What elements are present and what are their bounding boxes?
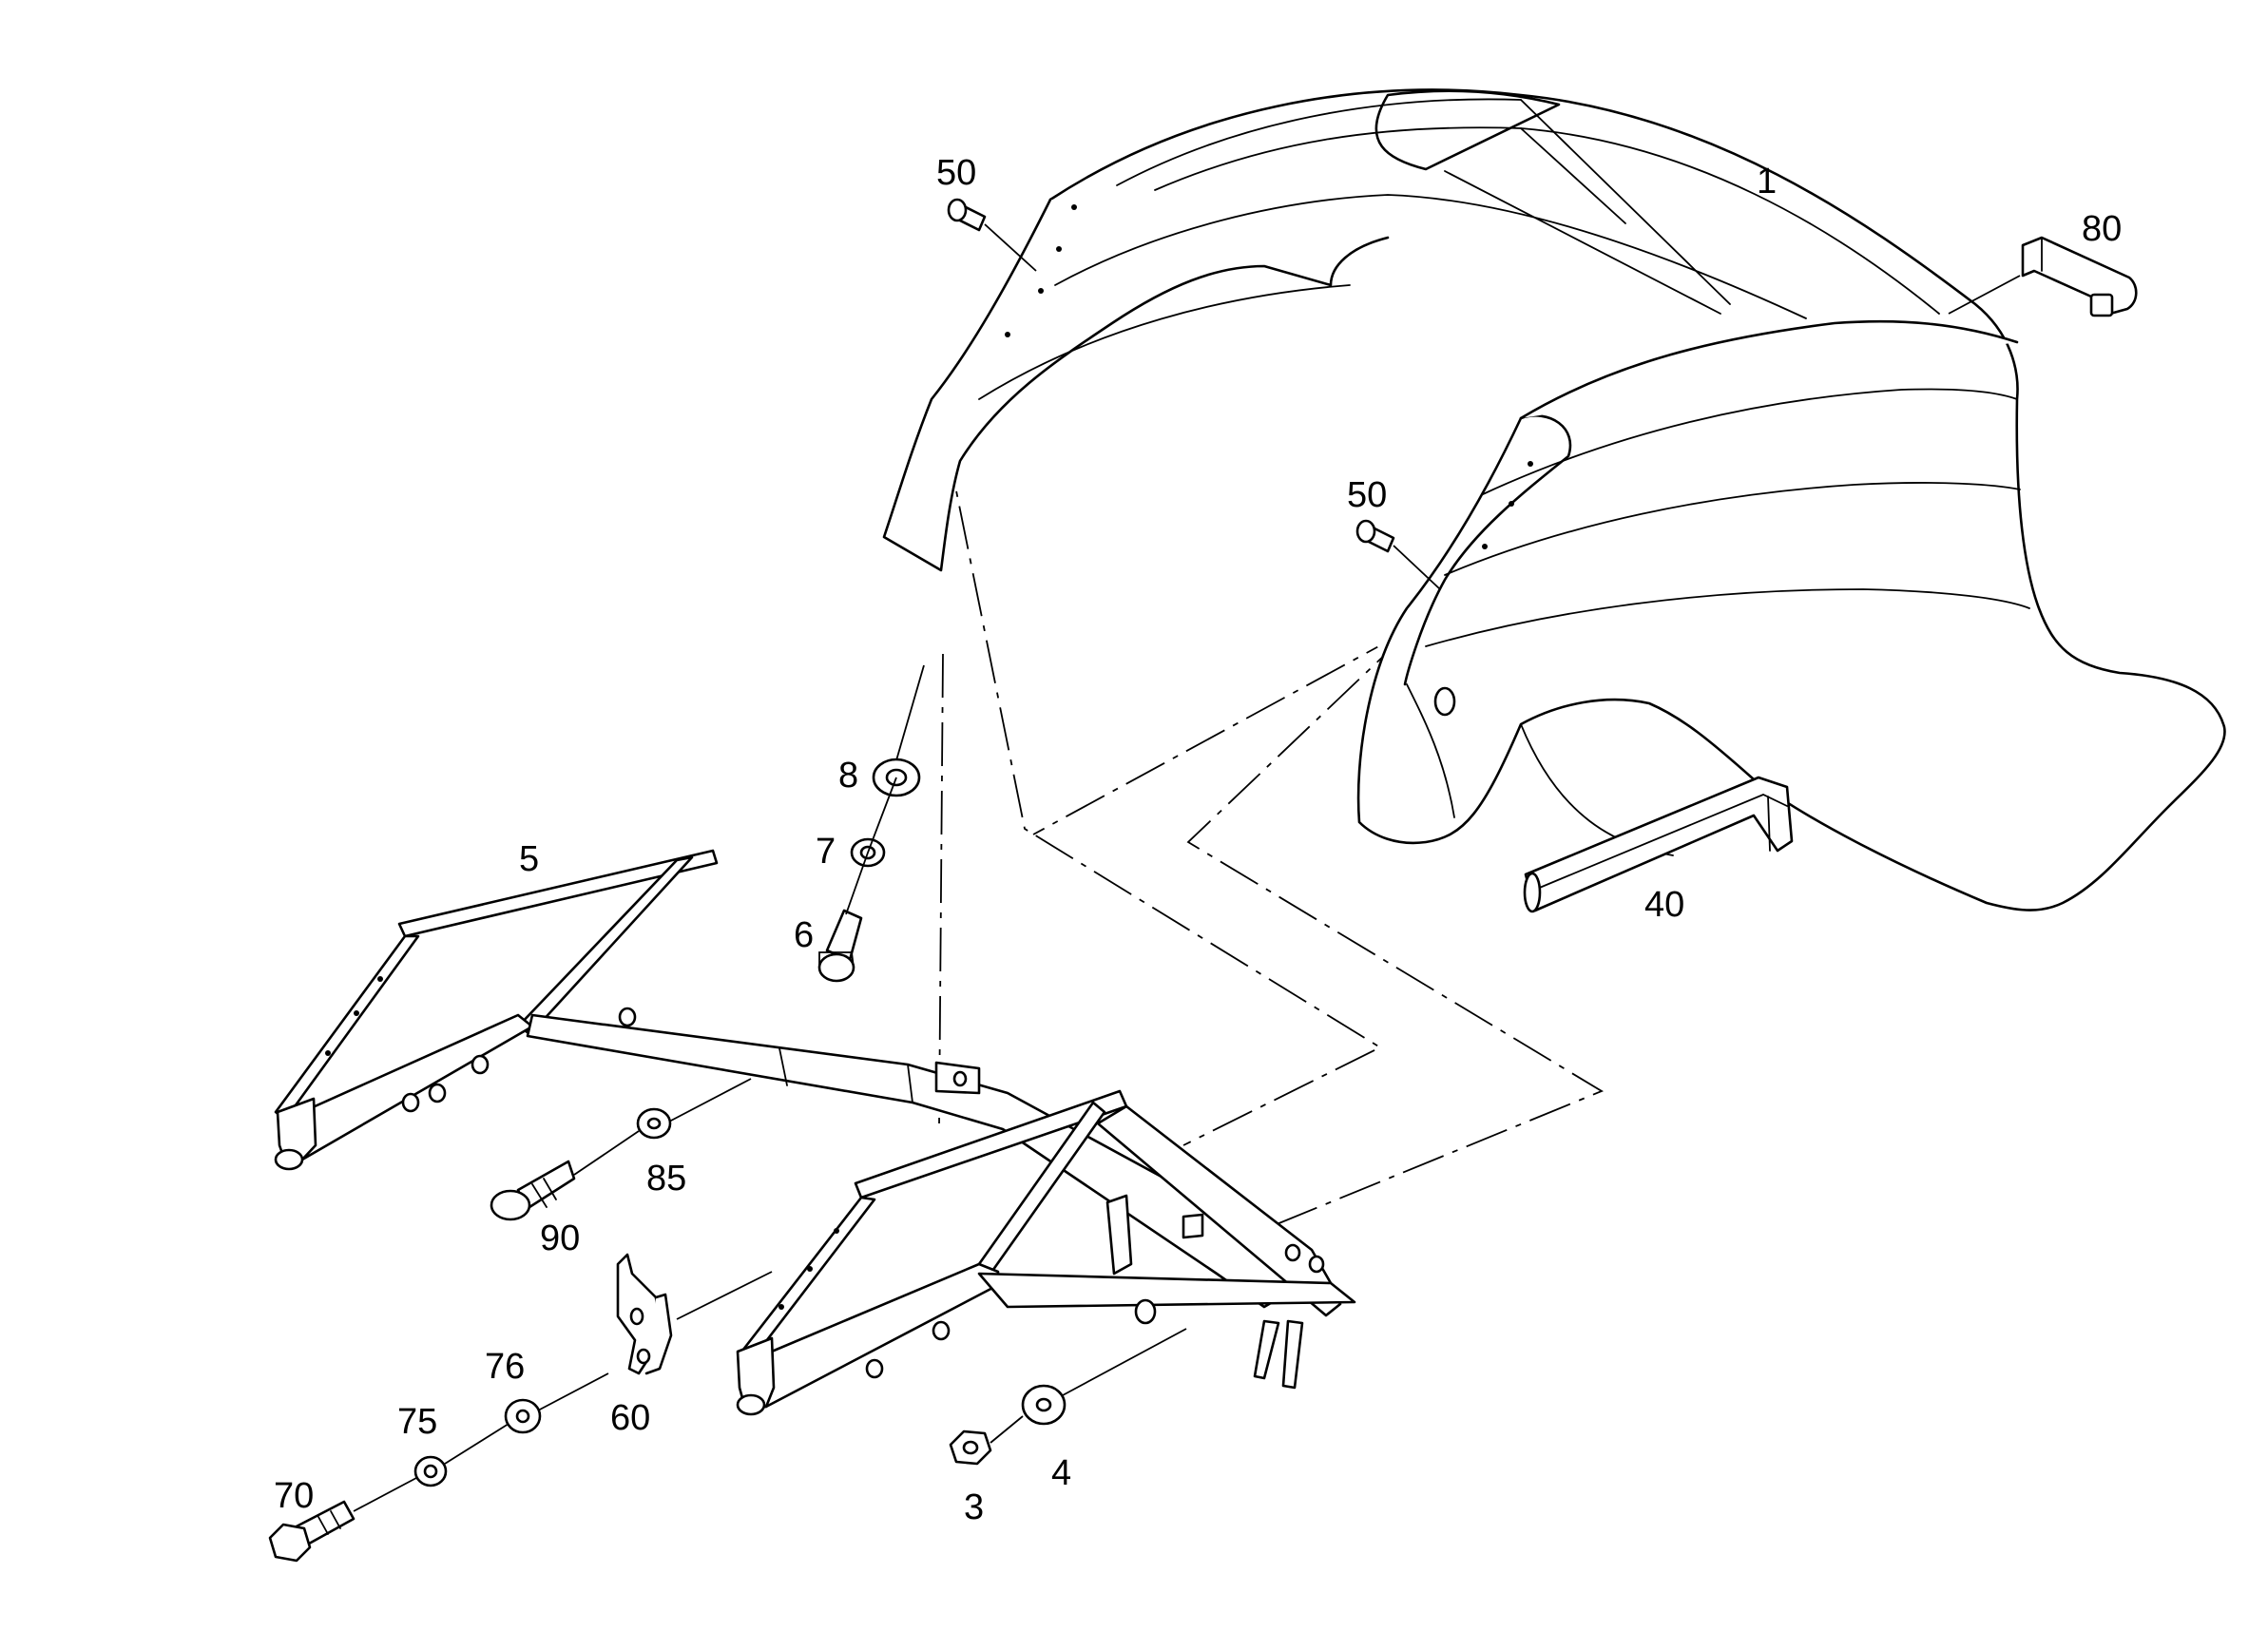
socket-screw-part-6 xyxy=(817,909,863,983)
callout-7: 7 xyxy=(816,832,836,872)
rivet-dot xyxy=(1071,204,1077,210)
bolt-part-50-upper xyxy=(947,198,987,232)
rivet-dot xyxy=(807,1266,813,1272)
callout-60: 60 xyxy=(610,1398,650,1438)
rivet-dot xyxy=(1509,501,1514,507)
support-frame-part-5 xyxy=(274,849,1356,1416)
callout-80: 80 xyxy=(2082,209,2122,249)
rubber-strip-part-40 xyxy=(1523,776,1794,913)
bolt-part-50-lower xyxy=(1355,519,1395,553)
leader-lines xyxy=(353,223,2021,1512)
rivet-dot xyxy=(1056,246,1062,252)
callout-5: 5 xyxy=(519,839,539,879)
callout-3: 3 xyxy=(964,1487,984,1527)
washer-part-76 xyxy=(504,1398,542,1434)
fender-mount-hole xyxy=(1433,686,1456,717)
bracket-part-60 xyxy=(616,1253,673,1375)
callout-50-lower: 50 xyxy=(1347,475,1387,515)
callout-4: 4 xyxy=(1051,1453,1071,1493)
rivet-dot xyxy=(1038,288,1044,294)
clip-light-part xyxy=(2021,236,2138,317)
callout-70: 70 xyxy=(274,1476,314,1516)
assembly-centerlines xyxy=(938,438,1604,1256)
callout-1: 1 xyxy=(1757,162,1777,201)
socket-screw-part-90 xyxy=(490,1160,576,1221)
rivet-dot xyxy=(1528,461,1533,467)
callout-90: 90 xyxy=(540,1218,580,1258)
callout-50-upper: 50 xyxy=(936,153,976,193)
rivet-dot xyxy=(354,1010,359,1016)
rivet-dot xyxy=(325,1050,331,1056)
callout-75: 75 xyxy=(397,1402,437,1442)
rivet-dot xyxy=(1482,544,1488,549)
rivet-dot xyxy=(377,976,383,982)
callout-8: 8 xyxy=(838,756,858,796)
hex-bolt-part-70 xyxy=(268,1500,356,1563)
washer-part-4 xyxy=(1021,1384,1067,1426)
callout-labels: 1 80 50 50 8 7 6 5 40 85 90 60 76 75 70 … xyxy=(274,153,2122,1527)
rivet-dot xyxy=(1005,332,1010,337)
callout-85: 85 xyxy=(646,1159,686,1199)
washer-part-75 xyxy=(413,1455,448,1487)
rivet-dot xyxy=(778,1304,784,1310)
callout-40: 40 xyxy=(1644,885,1684,925)
nut-part-3 xyxy=(949,1429,992,1466)
washer-part-85 xyxy=(636,1107,672,1140)
fender-hood-part xyxy=(882,88,2226,911)
rivet-dot xyxy=(834,1228,839,1234)
callout-76: 76 xyxy=(485,1347,525,1387)
callout-6: 6 xyxy=(794,915,814,955)
